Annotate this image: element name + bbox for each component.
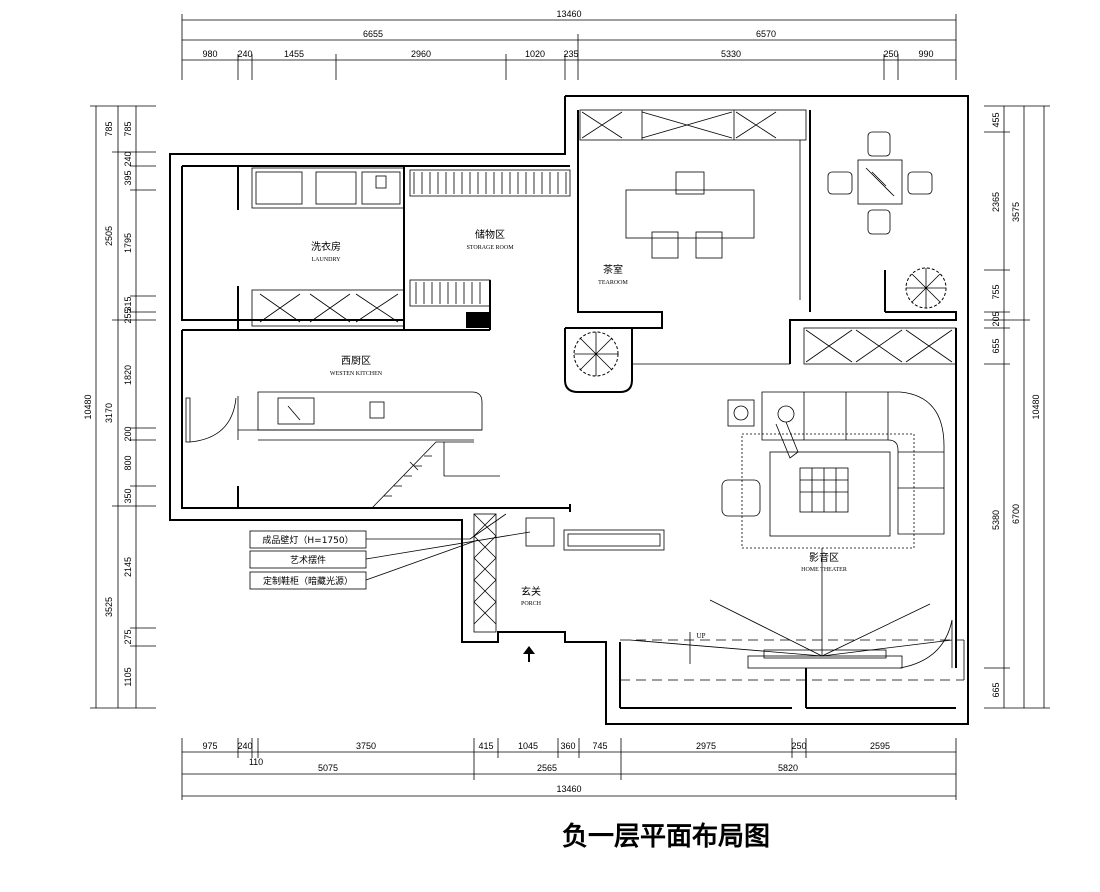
dim-bottom-seg: 250 (791, 741, 806, 751)
storage-racks (409, 169, 571, 328)
dim-bottom-seg: 1045 (518, 741, 538, 751)
dim-left-mid: 785 (104, 121, 114, 136)
dim-left-seg: 1105 (123, 667, 133, 686)
dim-left-seg: 315 (123, 296, 133, 311)
dim-bottom-seg: 975 (202, 741, 217, 751)
dim-top-right: 6570 (756, 29, 776, 39)
dim-left-seg: 395 (123, 170, 133, 185)
dim-top-left: 6655 (363, 29, 383, 39)
laundry-label: 洗衣房 (311, 240, 341, 253)
kitchen-counter (185, 391, 483, 443)
dim-left-seg: 255 (123, 308, 133, 323)
dim-bottom-seg: 360 (560, 741, 575, 751)
kitchen-label-en: WESTEN KITCHEN (330, 371, 383, 377)
theater-label-en: HOME THEATER (801, 567, 847, 573)
kitchen-label: 西厨区 (341, 355, 371, 367)
dim-bottom-seg: 3750 (356, 741, 376, 751)
storage-label: 储物区 (475, 228, 505, 241)
laundry-cabinets (251, 167, 405, 327)
dim-top-total: 13460 (556, 9, 581, 19)
callouts: 成品壁灯（H=1750） 艺术摆件 定制鞋柜（暗藏光源） (249, 513, 531, 590)
dim-right-mid: 3575 (1011, 202, 1021, 222)
entry-arrow-icon (523, 646, 535, 662)
dim-right-seg: 755 (991, 284, 1001, 299)
dim-right-mid: 6700 (1011, 504, 1021, 524)
dim-top-seg: 2960 (411, 49, 431, 59)
top-dimensions: 13460 6655 6570 980 240 1455 2960 1020 2… (181, 9, 957, 80)
tearoom-label-en: TEAROOM (598, 280, 628, 286)
dim-right-seg: 5380 (991, 510, 1001, 530)
dim-right-seg: 455 (991, 112, 1001, 127)
plan-title: 负一层平面布局图 (562, 822, 770, 852)
room-labels: 洗衣房 LAUNDRY 储物区 STORAGE ROOM 茶室 TEAROOM … (311, 228, 847, 640)
right-dimensions: 455 2365 755 205 655 5380 665 3575 6700 … (984, 105, 1050, 709)
stair-up-label: UP (697, 632, 706, 640)
walls (169, 95, 969, 725)
dim-left-mid: 2505 (104, 226, 114, 246)
dim-bottom-seg: 240 (237, 741, 252, 751)
callout-wall-lamp: 成品壁灯（H=1750） (262, 534, 353, 546)
dim-right-total: 10480 (1031, 394, 1041, 419)
dim-top-seg: 250 (883, 49, 898, 59)
theater-label: 影音区 (809, 551, 839, 564)
dim-top-seg: 1455 (284, 49, 304, 59)
callout-art-piece: 艺术摆件 (290, 554, 326, 566)
dim-top-seg: 235 (563, 49, 578, 59)
storage-label-en: STORAGE ROOM (466, 245, 514, 251)
tearoom-furniture (579, 109, 947, 309)
porch (473, 513, 665, 662)
dim-bottom-seg: 110 (249, 757, 263, 767)
dim-right-seg: 655 (991, 338, 1001, 353)
dim-bottom-seg: 2975 (696, 741, 716, 751)
dim-right-seg: 205 (991, 311, 1001, 326)
dim-bottom-seg: 415 (478, 741, 493, 751)
dim-left-total: 10480 (83, 394, 93, 419)
dim-bottom-total: 13460 (556, 784, 581, 794)
dim-top-seg: 990 (918, 49, 933, 59)
dim-top-seg: 240 (237, 49, 252, 59)
dim-bottom-seg: 745 (592, 741, 607, 751)
laundry-label-en: LAUNDRY (311, 257, 341, 263)
dim-left-seg: 2145 (123, 557, 133, 577)
callout-shoe-cabinet: 定制鞋柜（暗藏光源） (263, 575, 353, 587)
dim-bottom-group: 2565 (537, 763, 557, 773)
left-dimensions: 785 2505 3170 3525 10480 785 240 395 179… (83, 105, 156, 709)
dim-top-seg: 1020 (525, 49, 545, 59)
dim-left-seg: 1820 (123, 365, 133, 385)
dim-right-seg: 665 (991, 682, 1001, 697)
dim-left-seg: 275 (123, 629, 133, 644)
dim-left-seg: 1795 (123, 233, 133, 253)
dim-left-mid: 3170 (104, 403, 114, 423)
planter (564, 328, 790, 393)
tearoom-label: 茶室 (603, 263, 623, 276)
dim-top-seg: 5330 (721, 49, 741, 59)
dim-left-seg: 800 (123, 455, 133, 470)
dim-right-seg: 2365 (991, 192, 1001, 212)
porch-label: 玄关 (521, 585, 541, 598)
dim-left-seg: 240 (123, 151, 133, 166)
theater-furniture (620, 327, 965, 681)
dim-left-seg: 785 (123, 121, 133, 136)
stair (371, 441, 500, 509)
dim-left-seg: 350 (123, 488, 133, 503)
dim-left-seg: 200 (123, 426, 133, 441)
porch-label-en: PORCH (521, 601, 542, 607)
dim-bottom-group: 5820 (778, 763, 798, 773)
dim-left-mid: 3525 (104, 597, 114, 617)
dim-bottom-group: 5075 (318, 763, 338, 773)
dim-top-seg: 980 (202, 49, 217, 59)
dim-bottom-seg: 2595 (870, 741, 890, 751)
bottom-dimensions: 975 240 110 3750 415 1045 360 745 2975 2… (181, 738, 957, 800)
